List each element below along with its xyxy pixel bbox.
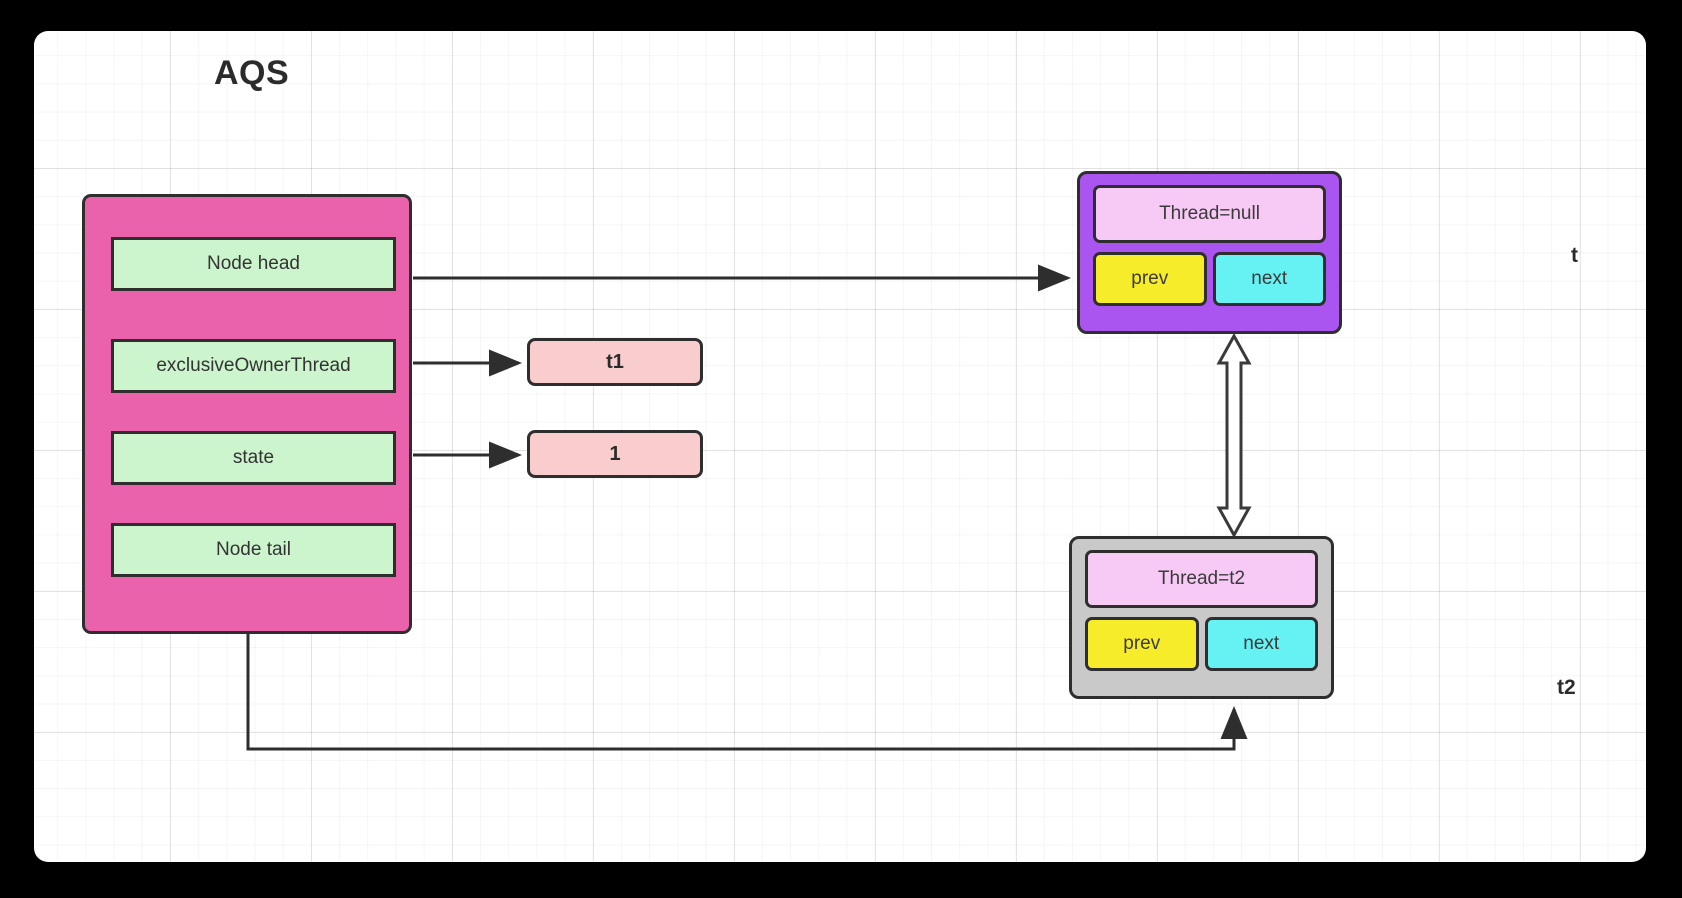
field-node-tail[interactable]: Node tail: [111, 523, 396, 577]
diagram-canvas: AQS Node head exclusiveOwnerThread state…: [34, 31, 1646, 862]
node-t2-card[interactable]: Thread=t2 prev next: [1069, 536, 1334, 699]
field-node-head[interactable]: Node head: [111, 237, 396, 291]
aqs-container: Node head exclusiveOwnerThread state Nod…: [82, 194, 412, 634]
node-t2-prev-pointer[interactable]: prev: [1085, 617, 1199, 671]
page-title: AQS: [214, 54, 290, 92]
side-label-head-node: t: [1571, 244, 1578, 267]
node-t2-thread-row: Thread=t2: [1085, 550, 1318, 608]
node-head-next-pointer[interactable]: next: [1212, 252, 1326, 306]
node-head-thread-row: Thread=null: [1093, 185, 1326, 243]
node-t2-next-pointer[interactable]: next: [1204, 617, 1318, 671]
field-exclusive-owner-thread[interactable]: exclusiveOwnerThread: [111, 339, 396, 393]
field-state[interactable]: state: [111, 431, 396, 485]
node-head-prev-pointer[interactable]: prev: [1093, 252, 1207, 306]
connector-head-node-to-t2-node: [1216, 332, 1252, 539]
node-head-card[interactable]: Thread=null prev next: [1077, 171, 1342, 334]
value-pill-t1[interactable]: t1: [527, 338, 703, 386]
node-head-pointer-row: prev next: [1093, 252, 1326, 306]
side-label-t2-node: t2: [1557, 676, 1576, 699]
node-t2-pointer-row: prev next: [1085, 617, 1318, 671]
value-pill-state[interactable]: 1: [527, 430, 703, 478]
